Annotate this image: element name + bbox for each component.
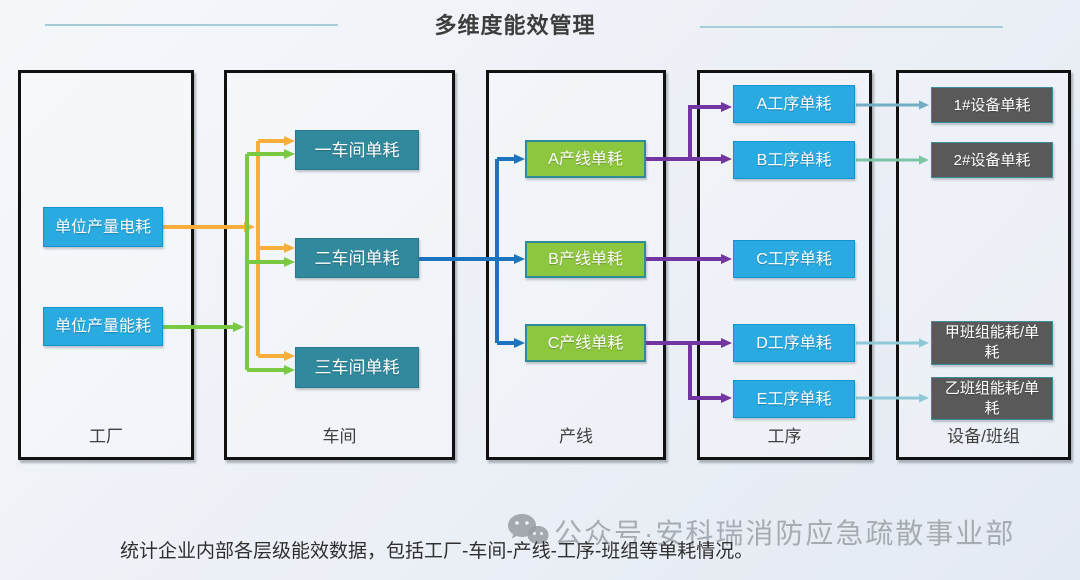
node-workshop1: 一车间单耗 xyxy=(295,130,419,170)
node-workshop2: 二车间单耗 xyxy=(295,238,419,278)
caption-text: 统计企业内部各层级能效数据，包括工厂-车间-产线-工序-班组等单耗情况。 xyxy=(120,541,754,562)
node-workshop3: 三车间单耗 xyxy=(295,347,419,388)
node-line-c: C产线单耗 xyxy=(525,324,646,362)
wechat-icon xyxy=(508,514,549,546)
node-process-d: D工序单耗 xyxy=(733,324,855,362)
column-process-label: 工序 xyxy=(767,427,802,446)
title-divider-left xyxy=(45,24,338,26)
node-team-yi: 乙班组能耗/单耗 xyxy=(931,377,1053,420)
column-workshop-label: 车间 xyxy=(322,427,357,446)
watermark: 公众号·安科瑞消防应急疏散事业部 xyxy=(506,512,1015,552)
node-equipment-2: 2#设备单耗 xyxy=(931,142,1053,178)
column-factory: 工厂 xyxy=(18,70,194,460)
node-team-jia: 甲班组能耗/单耗 xyxy=(931,321,1053,365)
node-line-b: B产线单耗 xyxy=(525,241,646,278)
node-equipment-1: 1#设备单耗 xyxy=(931,87,1053,123)
node-process-e: E工序单耗 xyxy=(733,380,855,418)
title-divider-right xyxy=(700,26,1003,28)
node-unit-energy: 单位产量能耗 xyxy=(43,307,163,346)
column-equipment-team-label: 设备/班组 xyxy=(947,427,1020,446)
column-factory-label: 工厂 xyxy=(89,427,123,446)
watermark-text: 公众号·安科瑞消防应急疏散事业部 xyxy=(554,518,1016,549)
node-process-c: C工序单耗 xyxy=(733,240,855,278)
node-process-b: B工序单耗 xyxy=(733,141,855,179)
node-process-a: A工序单耗 xyxy=(733,85,855,123)
page-title: 多维度能效管理 xyxy=(434,13,596,38)
node-line-a: A产线单耗 xyxy=(525,140,646,178)
column-line-label: 产线 xyxy=(559,427,593,446)
node-unit-electricity: 单位产量电耗 xyxy=(43,207,163,247)
